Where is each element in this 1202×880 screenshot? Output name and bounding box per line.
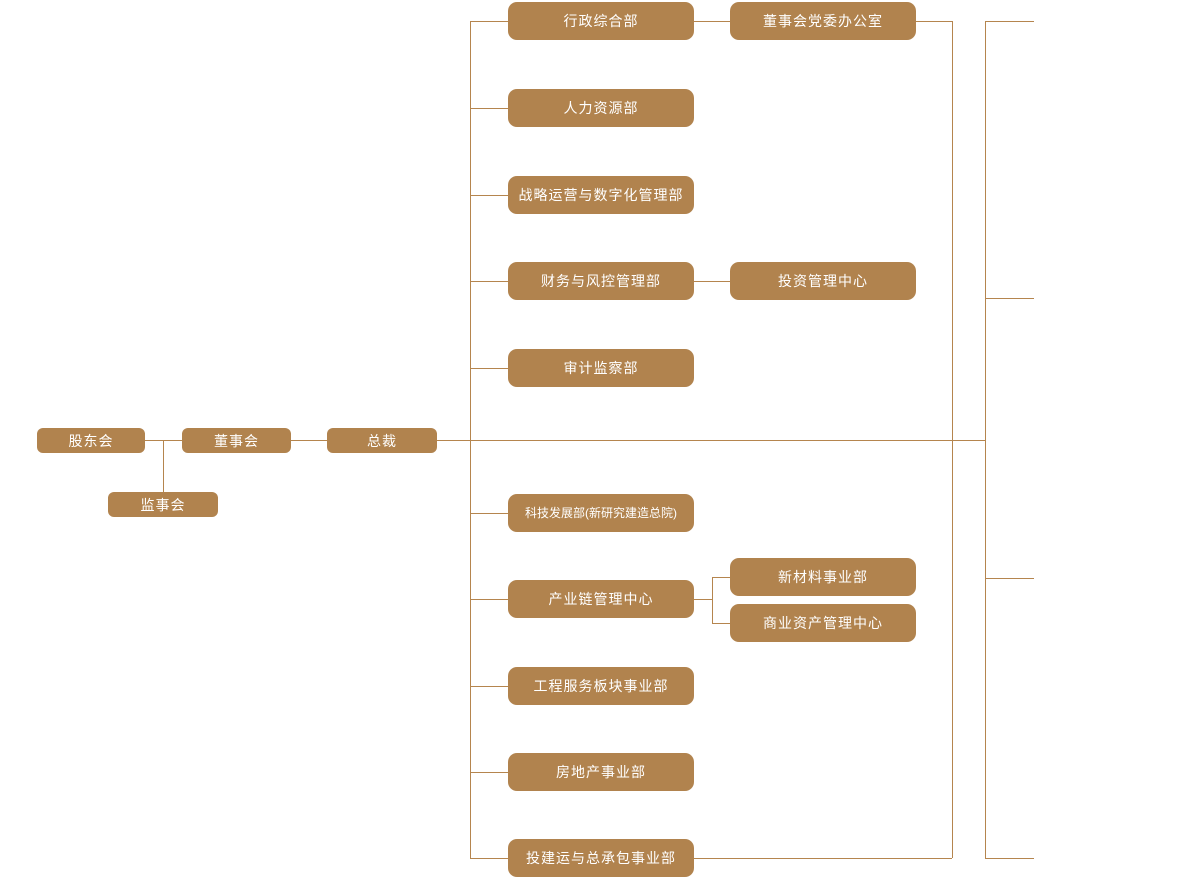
connector-line (952, 21, 953, 858)
node-dept-human-resources: 人力资源部 (508, 89, 694, 127)
connector-line (712, 623, 730, 624)
node-sub-investment-center: 投资管理中心 (730, 262, 916, 300)
node-dept-real-estate: 房地产事业部 (508, 753, 694, 791)
connector-line (470, 368, 508, 369)
connector-line (470, 772, 508, 773)
connector-line (985, 21, 986, 858)
node-dept-audit-supervision: 审计监察部 (508, 349, 694, 387)
connector-line (291, 440, 327, 441)
connector-line (470, 686, 508, 687)
connector-line (916, 21, 952, 22)
node-president: 总裁 (327, 428, 437, 453)
node-dept-industry-chain: 产业链管理中心 (508, 580, 694, 618)
node-sub-commercial-assets: 商业资产管理中心 (730, 604, 916, 642)
connector-line (470, 599, 508, 600)
node-supervisory-board: 监事会 (108, 492, 218, 517)
node-dept-finance-risk: 财务与风控管理部 (508, 262, 694, 300)
connector-line (437, 440, 985, 441)
connector-line (694, 858, 952, 859)
node-sub-new-materials: 新材料事业部 (730, 558, 916, 596)
node-shareholders-meeting: 股东会 (37, 428, 145, 453)
node-dept-invest-build-epc: 投建运与总承包事业部 (508, 839, 694, 877)
connector-line (470, 858, 508, 859)
node-dept-tech-development: 科技发展部(新研究建造总院) (508, 494, 694, 532)
connector-line (694, 21, 730, 22)
connector-line (470, 21, 471, 858)
node-dept-engineering-services: 工程服务板块事业部 (508, 667, 694, 705)
connector-line (470, 281, 508, 282)
node-sub-board-party-office: 董事会党委办公室 (730, 2, 916, 40)
connector-line (470, 108, 508, 109)
connector-line (694, 281, 730, 282)
connector-line (694, 599, 712, 600)
connector-line (985, 858, 1034, 859)
node-board-of-directors: 董事会 (182, 428, 291, 453)
connector-line (985, 21, 1034, 22)
connector-line (470, 21, 508, 22)
node-dept-strategy-digital: 战略运营与数字化管理部 (508, 176, 694, 214)
connector-line (470, 513, 508, 514)
connector-line (712, 577, 730, 578)
connector-line (712, 577, 713, 624)
connector-line (985, 298, 1034, 299)
connector-line (985, 578, 1034, 579)
connector-line (163, 440, 164, 492)
connector-line (470, 195, 508, 196)
node-dept-admin-general: 行政综合部 (508, 2, 694, 40)
